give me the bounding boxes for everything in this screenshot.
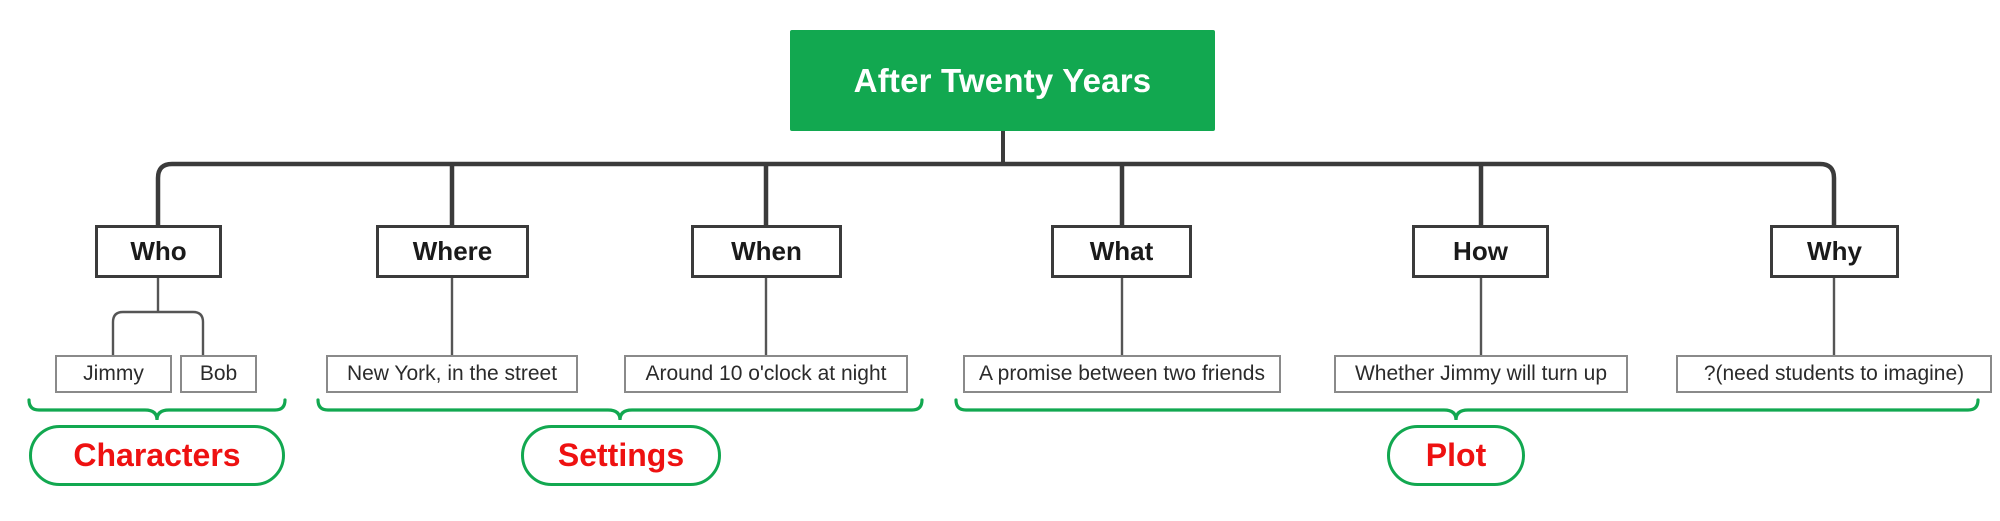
branch-node-where[interactable]: Where	[376, 225, 529, 278]
leaf-node-what-promise[interactable]: A promise between two friends	[963, 355, 1281, 393]
leaf-label-how-turnup: Whether Jimmy will turn up	[1354, 362, 1608, 385]
root-node[interactable]: After Twenty Years	[790, 30, 1215, 131]
group-label-plot[interactable]: Plot	[1387, 425, 1525, 486]
branch-node-why[interactable]: Why	[1770, 225, 1899, 278]
branch-node-when[interactable]: When	[691, 225, 842, 278]
group-label-settings-text: Settings	[557, 437, 685, 473]
branch-node-how[interactable]: How	[1412, 225, 1549, 278]
branch-label-why: Why	[1807, 236, 1862, 266]
leaf-node-why-imagine[interactable]: ?(need students to imagine)	[1676, 355, 1992, 393]
branch-label-who: Who	[130, 236, 187, 266]
group-label-settings[interactable]: Settings	[521, 425, 721, 486]
brace-plot	[954, 398, 1980, 421]
leaf-label-what-promise: A promise between two friends	[979, 362, 1265, 385]
group-label-characters-text: Characters	[73, 437, 241, 473]
leaf-label-bob: Bob	[199, 362, 238, 385]
group-label-plot-text: Plot	[1425, 437, 1487, 473]
main-bus	[155, 161, 1837, 228]
brace-settings	[316, 398, 924, 421]
root-node-label: After Twenty Years	[853, 61, 1152, 99]
branch-label-what: What	[1089, 236, 1154, 266]
leaf-node-where-place[interactable]: New York, in the street	[326, 355, 578, 393]
leaf-node-how-turnup[interactable]: Whether Jimmy will turn up	[1334, 355, 1628, 393]
branch-node-what[interactable]: What	[1051, 225, 1192, 278]
leaf-label-when-time: Around 10 o'clock at night	[645, 362, 887, 385]
who-split	[111, 310, 205, 356]
branch-label-where: Where	[412, 236, 493, 266]
brace-characters	[27, 398, 287, 421]
branch-label-how: How	[1453, 236, 1508, 266]
group-label-characters[interactable]: Characters	[29, 425, 285, 486]
leaf-node-bob[interactable]: Bob	[180, 355, 257, 393]
leaf-label-jimmy: Jimmy	[83, 362, 144, 385]
branch-label-when: When	[731, 236, 802, 266]
leaf-label-why-imagine: ?(need students to imagine)	[1703, 362, 1965, 385]
leaf-label-where-place: New York, in the street	[346, 362, 558, 385]
branch-node-who[interactable]: Who	[95, 225, 222, 278]
leaf-node-jimmy[interactable]: Jimmy	[55, 355, 172, 393]
leaf-node-when-time[interactable]: Around 10 o'clock at night	[624, 355, 908, 393]
